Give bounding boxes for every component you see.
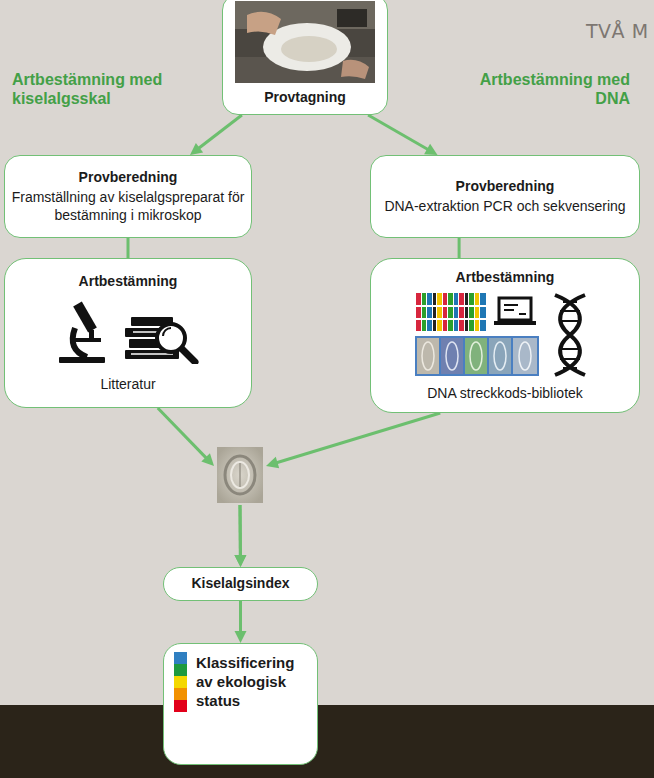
heading-text: TVÅ M bbox=[586, 20, 649, 42]
diatom-raphe bbox=[239, 463, 241, 487]
diatom-inner bbox=[231, 462, 249, 488]
box-text: DNA-extraktion PCR och sekvensering bbox=[384, 198, 625, 216]
arrow-head bbox=[190, 143, 203, 155]
books-icon bbox=[125, 317, 195, 362]
connector-line bbox=[368, 115, 428, 150]
microscope-books-icons bbox=[53, 300, 203, 364]
box-heading: Artbestämning bbox=[456, 269, 555, 287]
sampling-photo bbox=[235, 1, 375, 83]
index-box: Kiselalgsindex bbox=[163, 567, 318, 601]
arrow-head bbox=[234, 555, 246, 567]
connector-line bbox=[158, 408, 207, 458]
status-color-scale bbox=[174, 652, 187, 714]
photo-tray-inner bbox=[281, 36, 337, 62]
microscope-icon bbox=[59, 302, 105, 363]
connector bbox=[128, 238, 129, 258]
connector bbox=[235, 601, 247, 643]
sampling-box: Provtagning bbox=[222, 0, 388, 115]
magnifier-glint bbox=[163, 328, 171, 336]
identification-box: Artbestämning bbox=[370, 258, 640, 413]
arrow-head bbox=[266, 457, 279, 468]
box-heading: Provtagning bbox=[264, 89, 346, 107]
box-heading: Provberedning bbox=[456, 178, 555, 196]
laptop-icon bbox=[494, 298, 536, 325]
arrow-head bbox=[234, 555, 246, 567]
microscope-tube bbox=[73, 302, 97, 333]
arrow-head bbox=[424, 144, 437, 155]
connector bbox=[190, 115, 242, 155]
book-pages bbox=[131, 353, 173, 355]
diatom-photo bbox=[217, 447, 263, 503]
box-heading: Artbestämning bbox=[79, 273, 178, 291]
identification-box: Artbestämning Litteratur bbox=[4, 258, 252, 408]
band-fill bbox=[0, 705, 654, 778]
process-box: ProvberedningFramställning av kiselalgsp… bbox=[4, 155, 252, 238]
magnifier-glass bbox=[157, 324, 185, 352]
photo-bg bbox=[235, 1, 375, 83]
diatom-shell bbox=[225, 456, 255, 494]
microscope-arm bbox=[73, 328, 87, 357]
branch-label: Artbestämning med DNA bbox=[470, 70, 630, 108]
box-heading: Kiselalgsindex bbox=[191, 575, 289, 593]
connector-line bbox=[199, 115, 242, 148]
connector-line bbox=[458, 238, 461, 258]
diatom-bg bbox=[217, 447, 263, 503]
box-heading: Provberedning bbox=[79, 169, 178, 187]
dna-helix-icon bbox=[555, 295, 585, 375]
arrow-head bbox=[201, 453, 214, 466]
microscope-stage bbox=[75, 338, 101, 342]
process-box: ProvberedningDNA-extraktion PCR och sekv… bbox=[370, 155, 640, 238]
photo-hand2 bbox=[341, 60, 369, 79]
connector-line bbox=[239, 505, 242, 556]
photo-dark bbox=[337, 9, 367, 27]
connector bbox=[459, 238, 460, 258]
box-heading: Klassificering av ekologisk status bbox=[196, 654, 314, 710]
microscope-lens bbox=[89, 330, 94, 338]
connector bbox=[368, 115, 437, 155]
photo-hand bbox=[247, 12, 281, 35]
classification-box: Klassificering av ekologisk status bbox=[163, 643, 318, 765]
barcode-alignment bbox=[415, 293, 487, 331]
box-text: DNA streckkods-bibliotek bbox=[427, 385, 583, 403]
connector-line bbox=[127, 238, 130, 258]
box-text: Litteratur bbox=[100, 376, 155, 394]
dna-barcode-icons bbox=[415, 293, 595, 377]
magnifier-handle bbox=[181, 348, 195, 362]
connector-line bbox=[239, 601, 242, 632]
connector-line bbox=[239, 505, 242, 556]
arrow-head bbox=[235, 631, 247, 643]
box-text: Framställning av kiselalgspreparat för b… bbox=[9, 189, 247, 224]
connector-line bbox=[277, 413, 441, 463]
diatom-photo-strip bbox=[415, 336, 539, 376]
connector bbox=[234, 413, 440, 567]
branch-label: Artbestämning med kiselalgsskal bbox=[12, 70, 172, 108]
